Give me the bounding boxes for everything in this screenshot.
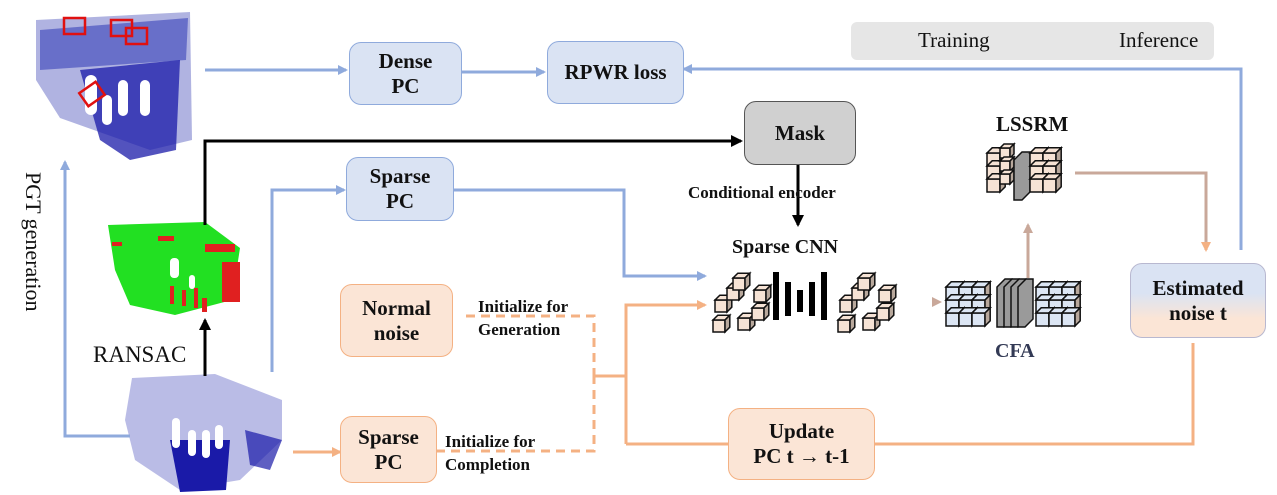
arrow-sparse-pc-to-cnn xyxy=(454,188,707,281)
dense-pc-box: Dense PC xyxy=(349,42,462,105)
conditional-encoder-label: Conditional encoder xyxy=(688,183,836,202)
cnn-layer xyxy=(785,282,791,316)
cnn-cube xyxy=(856,271,877,292)
sparse-pc-inference-box: Sparse PC xyxy=(340,416,437,483)
cfa-icon xyxy=(944,278,1083,328)
cnn-layer xyxy=(773,272,779,320)
grid-cell xyxy=(970,279,993,302)
grid-cell xyxy=(1060,292,1083,315)
arrow-merge-to-cnn xyxy=(624,300,707,444)
cnn-cube xyxy=(875,301,896,322)
sparse-cnn-label: Sparse CNN xyxy=(732,236,839,258)
arrow-pgt-generation xyxy=(60,160,130,438)
dashed-init-completion xyxy=(436,376,596,453)
rpwr-loss-box: RPWR loss xyxy=(547,41,684,104)
estimated-noise-box: Estimated noise t xyxy=(1130,263,1266,338)
lssrm-icon xyxy=(985,142,1064,201)
cnn-cube xyxy=(877,283,898,304)
grid-cell xyxy=(1060,305,1083,328)
sparse-point-cloud-image xyxy=(125,374,282,492)
cfa-panel xyxy=(1017,278,1034,328)
arrow-lssrm-to-noise xyxy=(1075,171,1211,252)
legend xyxy=(851,22,1214,60)
cfa-grid-cube xyxy=(1034,279,1083,328)
cnn-cube xyxy=(731,271,752,292)
cnn-layer xyxy=(797,290,803,312)
arrow-noise-to-update xyxy=(874,343,1195,446)
cnn-layer xyxy=(821,272,827,320)
init-completion-label: Initialize for Completion xyxy=(445,432,536,474)
legend-inference-label: Inference xyxy=(1119,28,1199,52)
arrow-estimated-noise-to-loss xyxy=(682,64,1243,250)
cnn-layer xyxy=(809,282,815,316)
sparse-cnn-icon xyxy=(711,271,898,334)
mask-box: Mask xyxy=(744,101,856,165)
lssrm-label: LSSRM xyxy=(996,112,1069,136)
normal-noise-box: Normal noise xyxy=(340,284,453,357)
lssrm-panel xyxy=(1013,151,1031,201)
dense-point-cloud-image xyxy=(36,12,192,160)
ground-segmented-point-cloud-image xyxy=(108,222,240,315)
arrow-sparse-cloud-to-sparse-pc xyxy=(270,185,346,372)
cnn-cube xyxy=(750,301,771,322)
cnn-cube xyxy=(836,313,857,334)
lssrm-cube xyxy=(998,155,1016,173)
lssrm-cube xyxy=(998,168,1016,186)
ransac-label: RANSAC xyxy=(93,342,187,367)
arrow-ground-to-mask xyxy=(203,135,743,225)
init-generation-label: Initialize for Generation xyxy=(478,297,569,339)
update-pc-box: Update PC t → t-1 xyxy=(728,408,875,480)
dashed-init-generation xyxy=(466,314,596,376)
cnn-cube xyxy=(752,283,773,304)
grid-cell xyxy=(970,305,993,328)
sparse-pc-training-box: Sparse PC xyxy=(346,157,454,221)
legend-training-label: Training xyxy=(918,28,990,52)
lssrm-cube xyxy=(998,142,1016,160)
cnn-cube xyxy=(711,313,732,334)
lssrm-cube xyxy=(1041,171,1064,194)
cfa-grid-cube xyxy=(944,279,993,328)
cfa-label: CFA xyxy=(995,340,1035,362)
pgt-generation-label: PGT generation xyxy=(21,172,46,312)
